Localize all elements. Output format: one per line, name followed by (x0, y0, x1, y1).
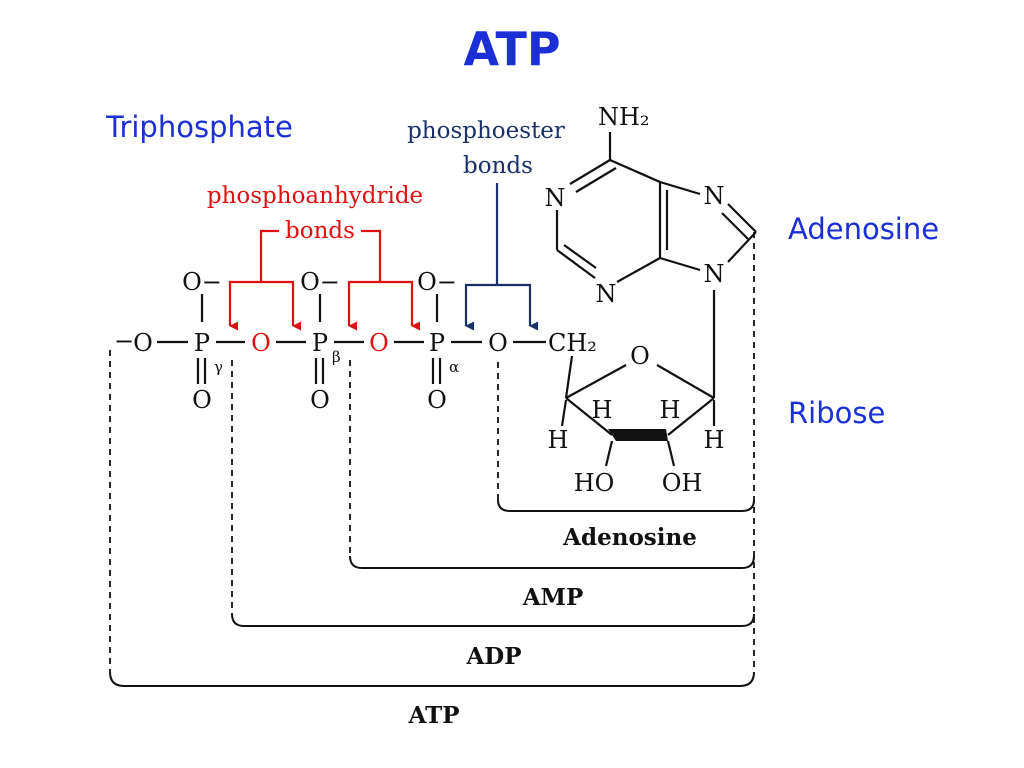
atp-brace-label: ATP (408, 702, 460, 729)
n9-atom: N (704, 260, 725, 288)
gamma-label: γ (214, 358, 223, 376)
terminal-oxygen: O (133, 329, 153, 357)
adenine-base: NH₂ N N N N (545, 103, 757, 308)
phosphoanhydride-arrows (228, 229, 421, 331)
terminal-minus: − (114, 327, 134, 355)
n1-atom: N (545, 184, 566, 212)
adenosine-brace-label: Adenosine (562, 524, 697, 551)
alpha-label: α (449, 358, 459, 376)
gamma-phosphorus: P (194, 329, 210, 357)
ribose-h-c3: H (660, 396, 681, 424)
phosphoanhydride-label-line2: bonds (285, 218, 355, 244)
ring-oxygen: O (630, 342, 650, 370)
ribose-h-c4: H (548, 426, 569, 454)
triphosphate-label: Triphosphate (106, 110, 293, 144)
alpha-bottom-oxygen: O (427, 386, 447, 414)
beta-phosphorus: P (312, 329, 328, 357)
amino-group: NH₂ (598, 103, 650, 131)
beta-top-oxygen: O− (300, 268, 340, 296)
adp-brace (231, 613, 755, 627)
ribose-h-c2: H (592, 396, 613, 424)
phosphoanhydride-label-line1: phosphoanhydride (207, 183, 423, 209)
ribose-label: Ribose (788, 396, 886, 430)
beta-label: β (332, 348, 341, 366)
phosphoester-label-line1: phosphoester (407, 118, 565, 144)
ribose-h-c1: H (704, 426, 725, 454)
n7-atom: N (704, 182, 725, 210)
adp-brace-label: ADP (465, 643, 521, 670)
adenosine-label: Adenosine (788, 212, 940, 246)
phosphoester-arrows (464, 183, 539, 331)
alpha-top-oxygen: O− (417, 268, 457, 296)
ribose-ring: O H H H H HO OH (548, 290, 725, 497)
alpha-phosphorus: P (429, 329, 445, 357)
slide-title: ATP (463, 22, 561, 76)
amp-brace (349, 555, 755, 569)
phosphate-chain: − O O− P γ O O O− P β O O O− P α O O (114, 268, 597, 414)
ribose-oh: OH (662, 469, 703, 497)
gamma-bottom-oxygen: O (192, 386, 212, 414)
gamma-top-oxygen: O− (182, 268, 222, 296)
bridge-oxygen-gamma-beta: O (251, 329, 271, 357)
n3-atom: N (596, 280, 617, 308)
adenosine-brace (497, 499, 755, 512)
phosphoester-label-line2: bonds (463, 153, 533, 179)
bridge-oxygen-beta-alpha: O (369, 329, 389, 357)
ribose-ho: HO (574, 469, 615, 497)
atp-brace (109, 671, 755, 687)
ester-oxygen: O (488, 329, 508, 357)
amp-brace-label: AMP (522, 584, 584, 611)
beta-bottom-oxygen: O (310, 386, 330, 414)
ch2-group: CH₂ (548, 329, 597, 357)
dashed-guides (109, 232, 755, 672)
